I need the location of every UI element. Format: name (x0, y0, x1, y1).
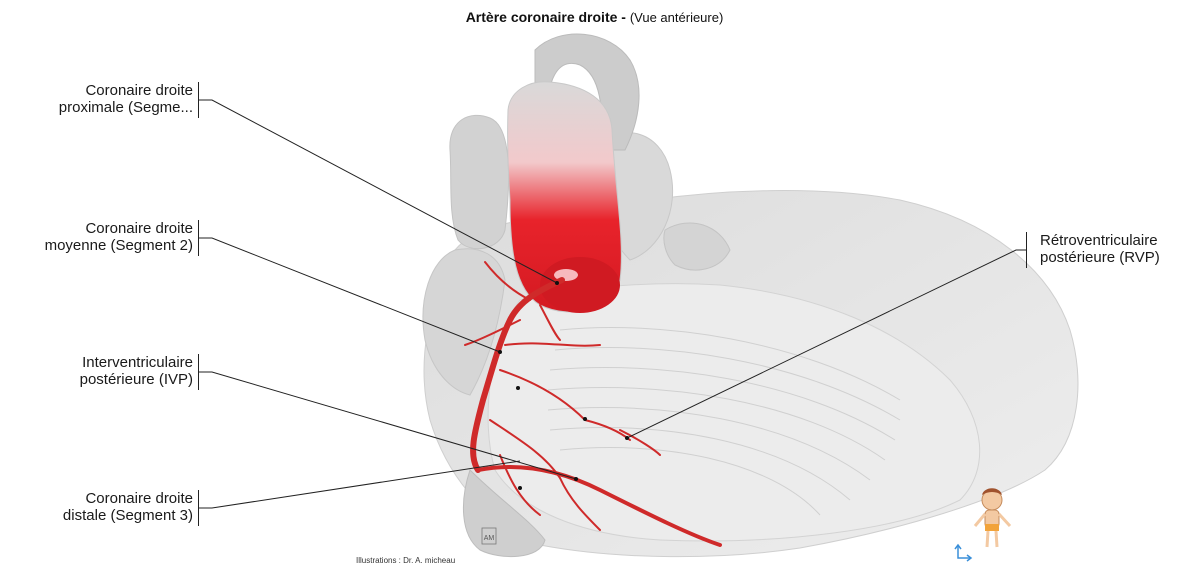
bracket-distale (198, 490, 199, 526)
label-moyenne-line2: moyenne (Segment 2) (45, 237, 193, 254)
bracket-rvp (1026, 232, 1027, 268)
illustration-credit: Illustrations : Dr. A. micheau (356, 556, 455, 565)
label-distale: Coronaire droite distale (Segment 3) (63, 490, 193, 524)
superior-vena-cava (450, 115, 509, 248)
label-rvp-line2: postérieure (RVP) (1040, 249, 1160, 266)
label-distale-line1: Coronaire droite (63, 490, 193, 507)
axis-indicator-icon (955, 545, 971, 561)
label-ivp-line2: postérieure (IVP) (80, 371, 193, 388)
bracket-proximal (198, 82, 199, 118)
bracket-ivp (198, 354, 199, 390)
label-moyenne-line1: Coronaire droite (45, 220, 193, 237)
label-distale-line2: distale (Segment 3) (63, 507, 193, 524)
label-proximal-line2: proximale (Segme... (59, 99, 193, 116)
label-proximal: Coronaire droite proximale (Segme... (59, 82, 193, 116)
label-rvp: Rétroventriculaire postérieure (RVP) (1040, 232, 1160, 266)
label-rvp-line1: Rétroventriculaire (1040, 232, 1160, 249)
label-ivp-line1: Interventriculaire (80, 354, 193, 371)
label-ivp: Interventriculaire postérieure (IVP) (80, 354, 193, 388)
label-proximal-line1: Coronaire droite (59, 82, 193, 99)
bracket-moyenne (198, 220, 199, 256)
label-moyenne: Coronaire droite moyenne (Segment 2) (45, 220, 193, 254)
svg-text:AM: AM (484, 535, 495, 542)
